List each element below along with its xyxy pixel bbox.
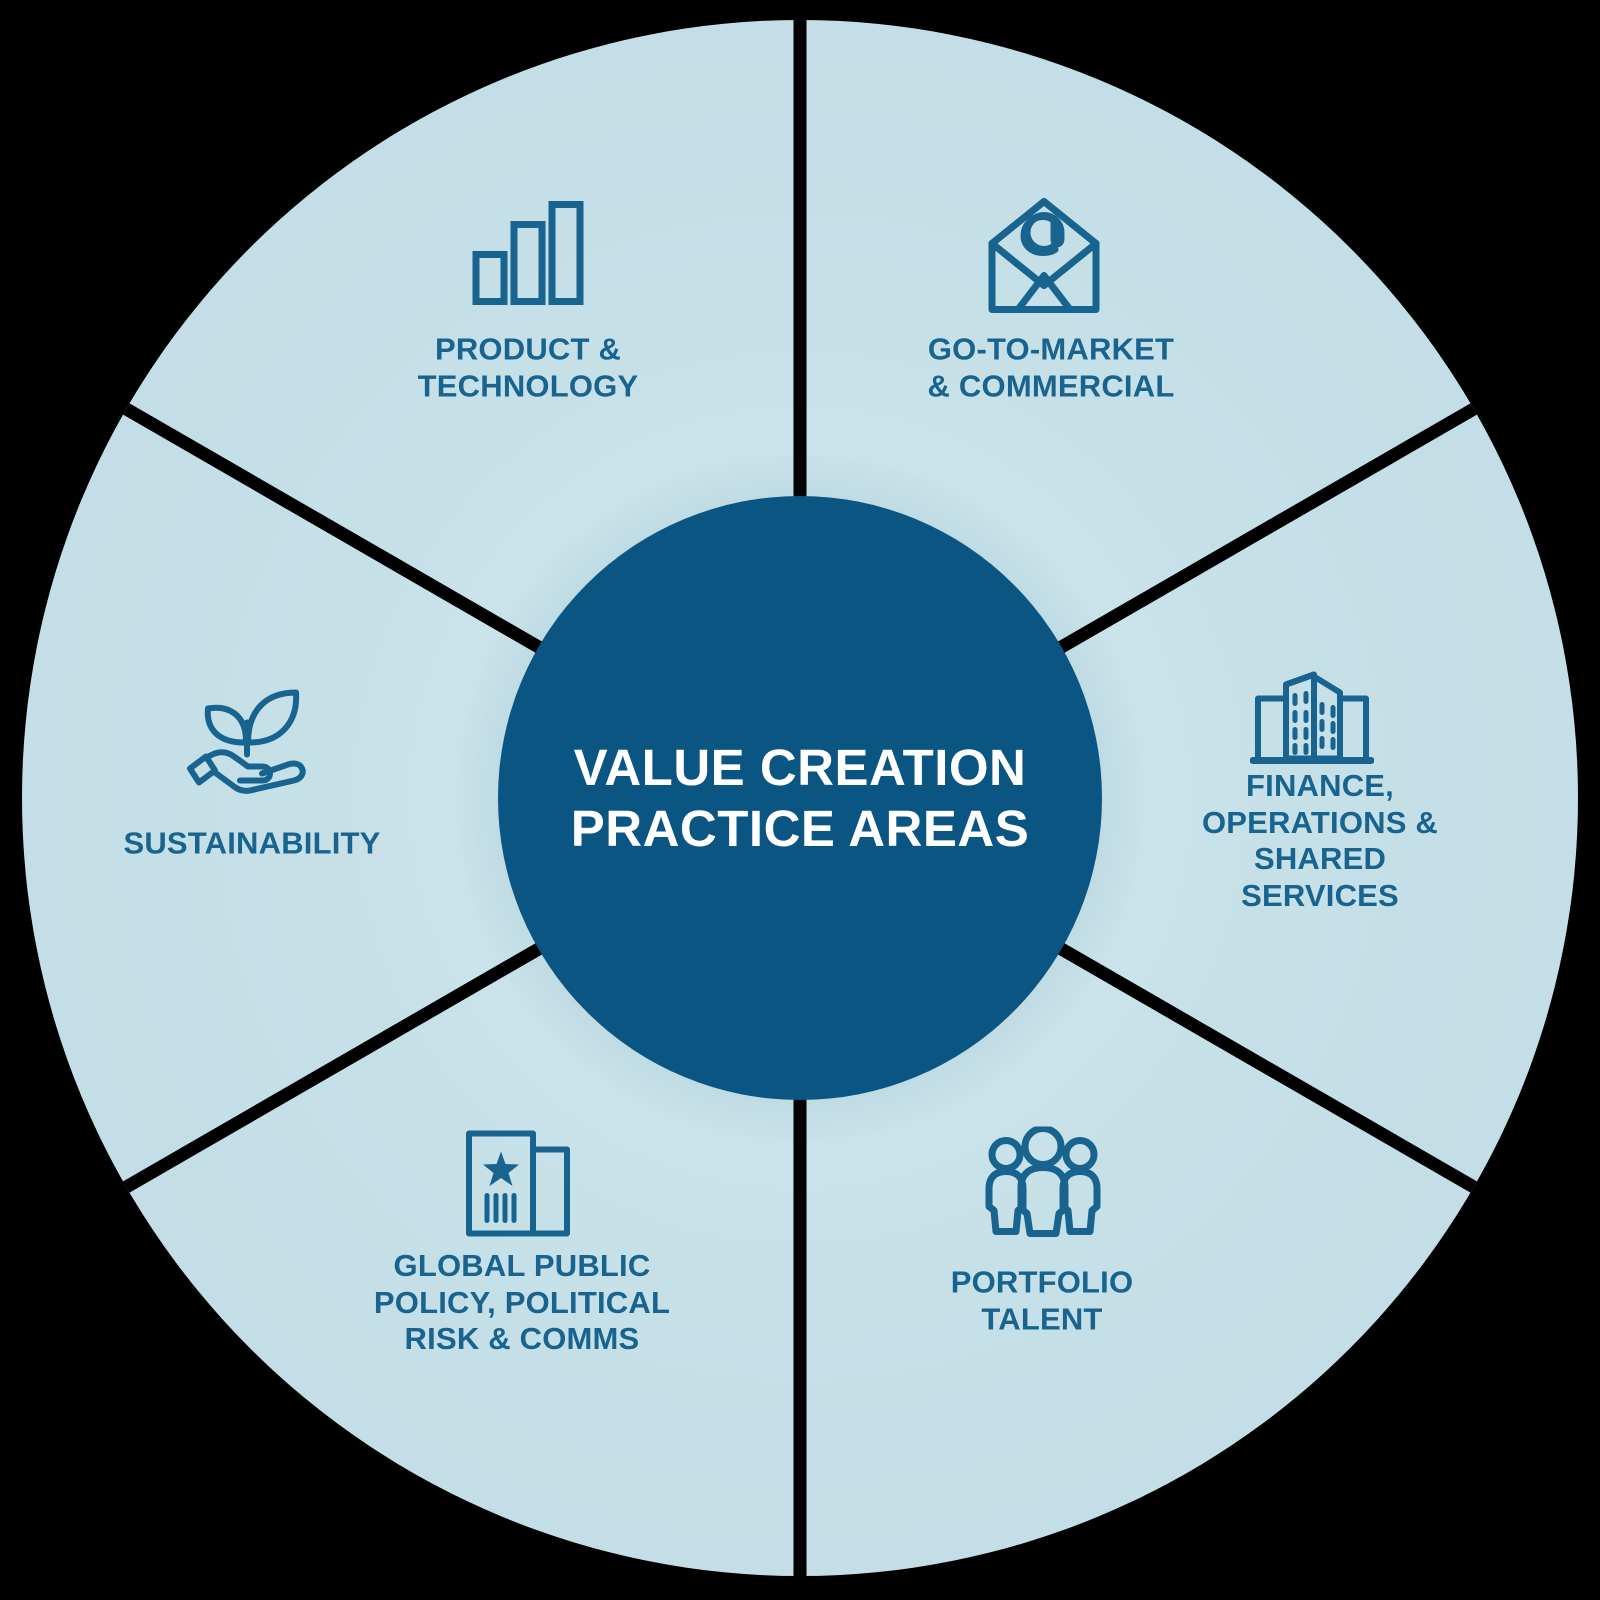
three-people-icon <box>983 1125 1103 1246</box>
hub-circle <box>498 496 1102 1100</box>
hand-plant-icon <box>182 683 322 808</box>
segment-dividers <box>105 20 1495 1576</box>
bar-chart-icon <box>468 199 588 314</box>
government-building-icon <box>459 1128 579 1245</box>
open-envelope-at-icon <box>978 198 1110 321</box>
office-buildings-icon <box>1249 663 1375 778</box>
wheel-segments-group <box>22 20 1578 1576</box>
hub-title: VALUE CREATION PRACTICE AREAS <box>570 738 1030 857</box>
